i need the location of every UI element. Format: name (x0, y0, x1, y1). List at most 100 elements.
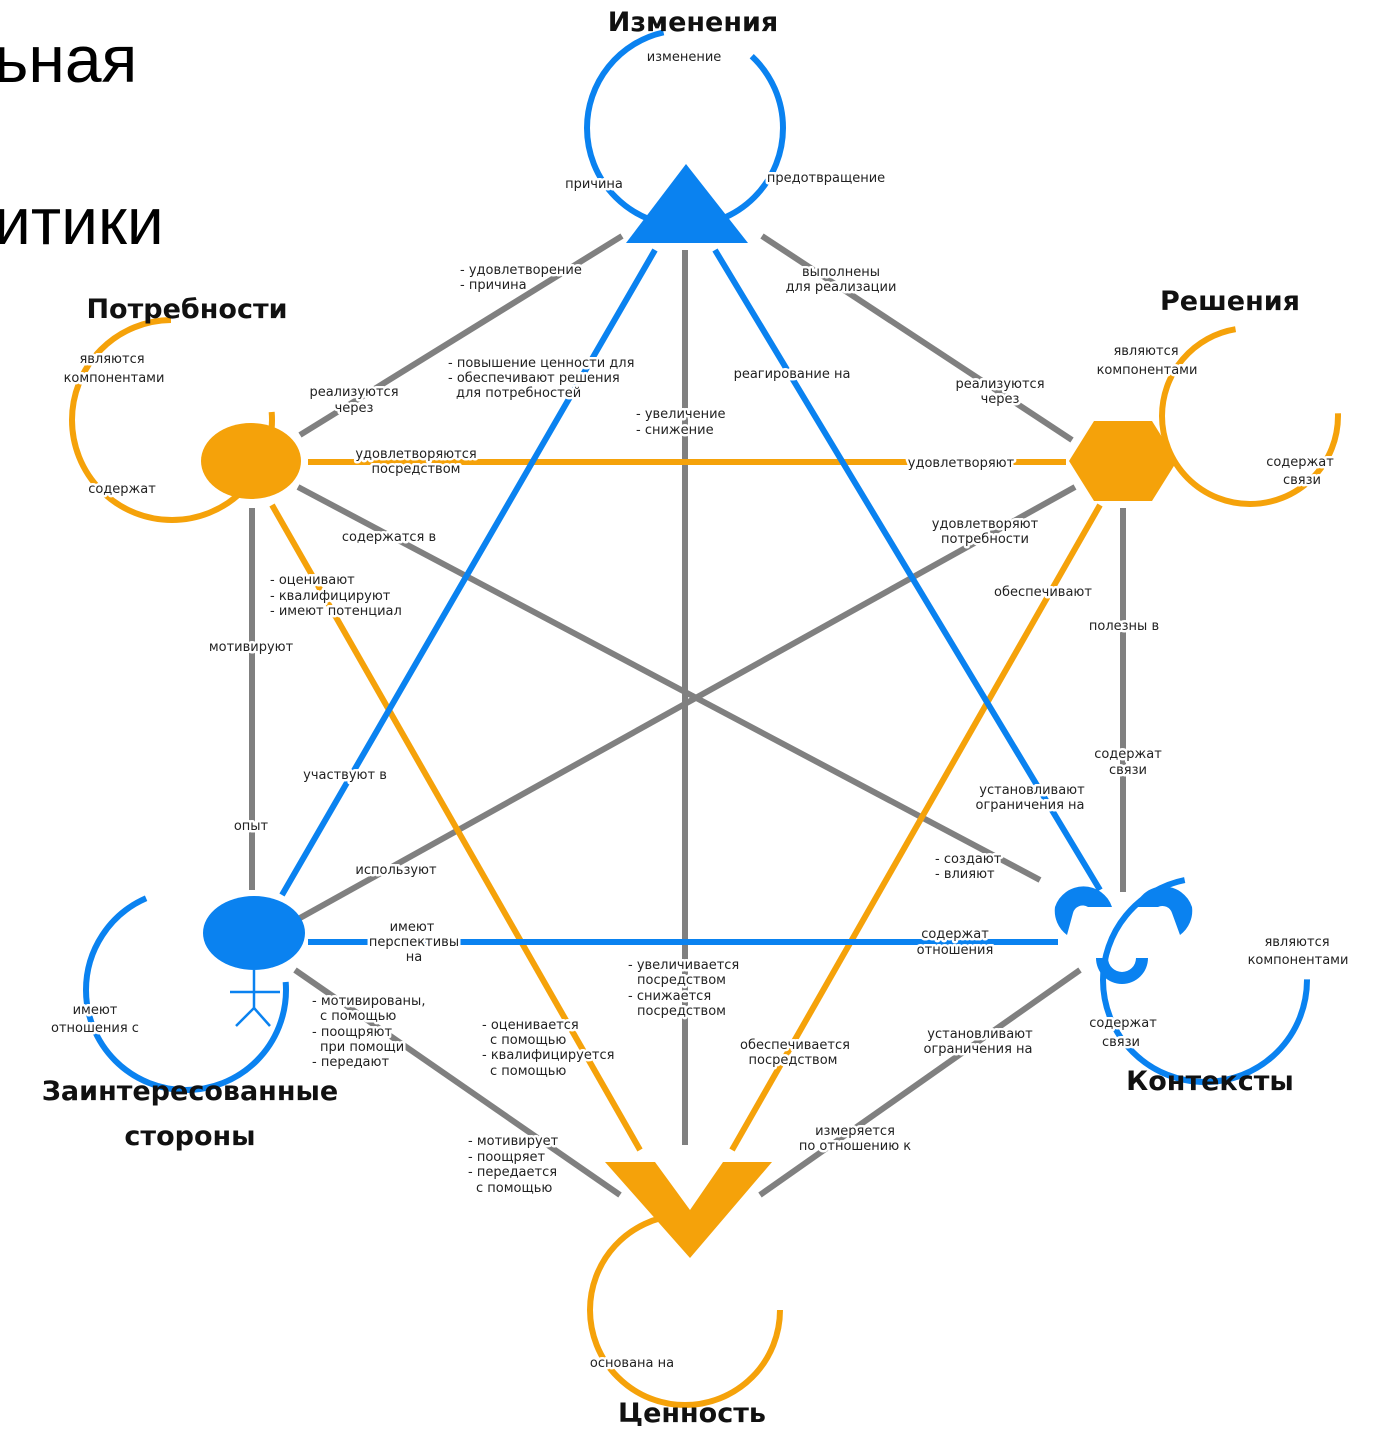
edge-label: с помощью (490, 1033, 566, 1048)
loop-label: имеют (73, 1003, 118, 1018)
edge-label: удовлетворяются (355, 447, 476, 462)
edge-label: - мотивированы, (312, 994, 425, 1009)
edge-label: - квалифицируется (482, 1048, 614, 1063)
loop-label: отношения с (51, 1021, 139, 1036)
triangle-icon (626, 164, 748, 243)
node-title-needs: Потребности (86, 294, 287, 325)
edge-label: перспективы (369, 935, 459, 950)
loop-label: являются (1113, 344, 1178, 359)
edge-label: - передают (312, 1055, 389, 1070)
node-title-contexts: Контексты (1126, 1066, 1294, 1097)
edge-label: при помощи (320, 1040, 404, 1055)
edge-label: для потребностей (456, 386, 581, 401)
edges (249, 233, 1126, 1198)
loop-label: основана на (590, 1356, 674, 1371)
edge-label: обеспечивают (994, 585, 1092, 600)
edge-label: посредством (637, 973, 726, 988)
edge-label: - квалифицируют (270, 589, 391, 604)
edge-label: для реализации (786, 280, 897, 295)
edge-label: обеспечивается (740, 1038, 850, 1053)
edge-label: по отношению к (799, 1139, 911, 1154)
loop-solutions (1159, 325, 1341, 507)
loop-label: компонентами (1248, 953, 1349, 968)
hexagon-icon (1069, 421, 1177, 501)
edge-changes-solutions (760, 233, 1074, 443)
edge-label: через (335, 401, 374, 416)
loop-label: компонентами (1097, 363, 1198, 378)
edge-label: отношения (917, 943, 994, 958)
edge-label: - удовлетворение (460, 263, 582, 278)
loop-value (587, 1212, 783, 1408)
edge-label: через (981, 392, 1020, 407)
chevron-icon (605, 1162, 772, 1258)
loop-label: компонентами (64, 371, 165, 386)
loop-label: являются (1264, 935, 1329, 950)
edge-solutions-stakeholders (298, 484, 1077, 921)
loop-label: изменение (647, 50, 722, 65)
edge-label: - снижение (636, 423, 714, 438)
edge-label: - поощряет (468, 1150, 546, 1165)
edge-label: измеряется (815, 1124, 895, 1139)
edge-contexts-value (758, 967, 1082, 1198)
edge-label: ограничения на (976, 798, 1085, 813)
loop-contexts (1100, 875, 1310, 1085)
loop-needs (69, 317, 275, 523)
edge-label: посредством (637, 1004, 726, 1019)
loop-label: связи (1102, 1035, 1140, 1050)
edge-label: установливают (927, 1027, 1033, 1042)
edge-label: содержат (921, 927, 989, 942)
edge-label: удовлетворяют (908, 456, 1015, 471)
loop-label: причина (565, 177, 623, 192)
edge-label: имеют (390, 920, 435, 935)
edge-label: - мотивирует (468, 1134, 559, 1149)
edge-label: участвуют в (303, 768, 387, 783)
edge-label: на (406, 950, 422, 965)
edge-solutions-value (729, 503, 1103, 1152)
edge-label: - поощряют (312, 1025, 392, 1040)
edge-label: потребности (941, 532, 1029, 547)
edge-label: - снижается (628, 989, 711, 1004)
trefoil-icon (1054, 886, 1193, 984)
node-title-stakeholders: Заинтересованные (42, 1076, 338, 1107)
edge-needs-value (269, 503, 643, 1152)
loop-labels: изменение причина предотвращение являютс… (49, 48, 1351, 1374)
edge-stakeholders-value (293, 967, 622, 1198)
edge-label: реализуются (955, 377, 1044, 392)
background-slide-text: ьная (0, 22, 138, 96)
loop-label: содержат (88, 482, 156, 497)
edge-label: с помощью (320, 1009, 396, 1024)
edge-changes-stakeholders (279, 248, 658, 897)
edge-label: посредством (749, 1053, 838, 1068)
loop-label: содержат (1089, 1016, 1157, 1031)
edge-label: полезны в (1089, 619, 1159, 634)
node-title-value: Ценность (618, 1398, 766, 1429)
loop-label: связи (1283, 473, 1321, 488)
edge-label: - обеспечивают решения (448, 371, 620, 386)
loop-label: содержат (1266, 455, 1334, 470)
edge-label: удовлетворяют (932, 517, 1039, 532)
background-slide-text: итики (0, 184, 164, 258)
edge-label: - оценивается (482, 1018, 579, 1033)
loop-label: являются (79, 352, 144, 367)
edge-label: - повышение ценности для (448, 356, 634, 371)
edge-needs-changes (298, 233, 624, 438)
edge-label: - передается (468, 1165, 557, 1180)
stickman-icon (203, 896, 305, 1027)
edge-label: посредством (372, 462, 461, 477)
self-loops (69, 27, 1341, 1408)
node-title-changes: Изменения (608, 7, 779, 38)
circle-icon (201, 423, 301, 499)
edge-label: - имеют потенциал (270, 604, 402, 619)
edge-label: - создают (935, 852, 1002, 867)
edge-label: ограничения на (924, 1042, 1033, 1057)
edge-label: реагирование на (734, 367, 851, 382)
loop-label: предотвращение (767, 171, 885, 186)
edge-label: установливают (979, 783, 1085, 798)
loop-stakeholders (83, 887, 289, 1093)
edge-labels: - удовлетворение - причина реализуются ч… (206, 261, 1164, 1199)
edge-label: связи (1109, 763, 1147, 778)
edge-label: - увеличивается (628, 958, 739, 973)
edge-changes-contexts (712, 248, 1103, 892)
